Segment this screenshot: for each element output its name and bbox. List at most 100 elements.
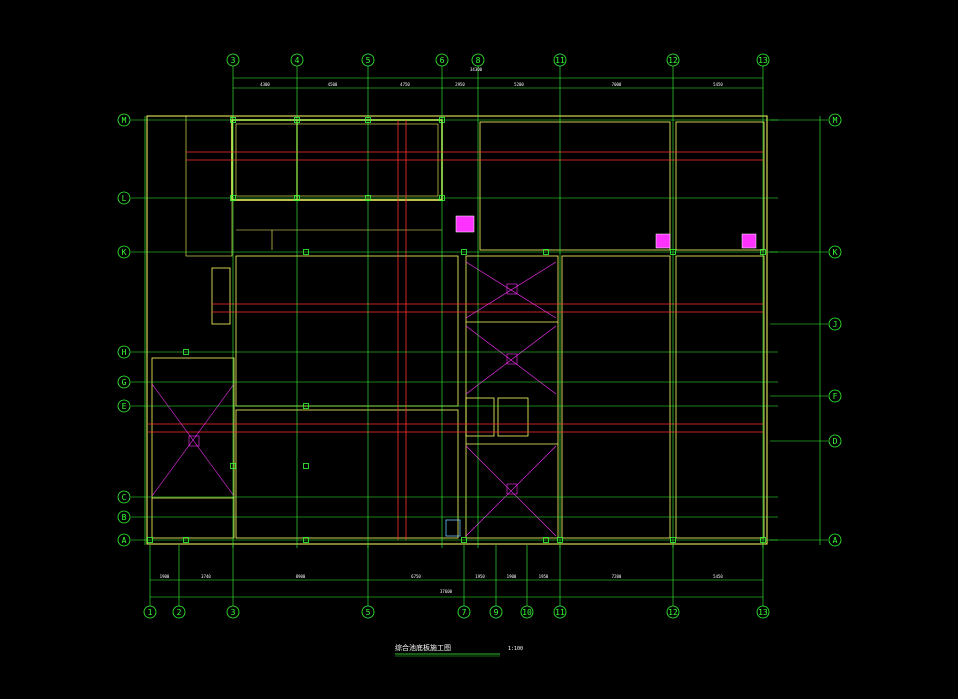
grid-bubble-top-4 (471, 53, 485, 67)
grid-label-right-1: K (833, 248, 838, 257)
grid-label-right-5: A (833, 536, 838, 545)
grid-label-top-4: 8 (476, 56, 481, 65)
grid-bubble-bottom-6 (520, 605, 534, 619)
grid-bubble-left-6 (117, 490, 131, 504)
grid-bubble-top-6 (666, 53, 680, 67)
grid-label-top-7: 13 (758, 56, 768, 65)
grid-label-bottom-4: 7 (462, 608, 467, 617)
grid-label-right-2: J (833, 320, 838, 329)
grid-bubble-right-5 (828, 533, 842, 547)
grid-bubble-left-7 (117, 510, 131, 524)
grid-bubble-bottom-0 (143, 605, 157, 619)
column-marker-22 (147, 537, 153, 543)
grid-label-right-3: F (833, 392, 838, 401)
column-marker-4 (439, 117, 445, 123)
column-marker-14 (543, 537, 549, 543)
column-marker-10 (303, 537, 309, 543)
grid-bubble-top-5 (553, 53, 567, 67)
grid-label-right-0: M (833, 116, 838, 125)
grid-label-left-1: L (122, 194, 127, 203)
grid-label-top-3: 6 (440, 56, 445, 65)
column-marker-17 (760, 249, 766, 255)
grid-bubble-bottom-5 (489, 605, 503, 619)
column-marker-11 (461, 249, 467, 255)
grid-label-bottom-3: 5 (366, 608, 371, 617)
grid-label-left-7: B (122, 513, 127, 522)
grid-bubble-left-3 (117, 345, 131, 359)
top-total-dimension: 34300 (470, 67, 483, 72)
top-dim-text-0: 4300 (260, 82, 270, 87)
grid-label-left-0: M (122, 116, 127, 125)
grid-label-right-4: D (833, 437, 838, 446)
bottom-dim-text-5: 1900 (507, 574, 517, 579)
grid-label-bottom-2: 3 (231, 608, 236, 617)
grid-label-bottom-8: 12 (668, 608, 678, 617)
column-marker-3 (365, 195, 371, 201)
grid-bubble-top-0 (226, 53, 240, 67)
grid-bubble-left-0 (117, 113, 131, 127)
grid-label-top-2: 5 (366, 56, 371, 65)
bottom-dim-text-7: 7200 (612, 574, 622, 579)
bottom-total-dimension: 37600 (440, 589, 453, 594)
column-marker-5 (439, 195, 445, 201)
grid-label-bottom-5: 9 (494, 608, 499, 617)
grid-label-bottom-7: 11 (555, 608, 565, 617)
column-marker-20 (183, 349, 189, 355)
grid-bubble-top-7 (756, 53, 770, 67)
grid-bubble-right-3 (828, 389, 842, 403)
grid-label-left-4: G (122, 378, 127, 387)
column-marker-15 (557, 537, 563, 543)
grid-bubble-bottom-8 (666, 605, 680, 619)
bottom-dim-text-1: 3740 (201, 574, 211, 579)
grid-label-bottom-0: 1 (148, 608, 153, 617)
column-marker-0 (294, 117, 300, 123)
column-marker-2 (365, 117, 371, 123)
bottom-dim-text-0: 1900 (160, 574, 170, 579)
column-marker-24 (303, 463, 309, 469)
column-marker-12 (543, 249, 549, 255)
grid-bubble-bottom-2 (226, 605, 240, 619)
grid-label-left-3: H (122, 348, 127, 357)
column-marker-7 (230, 195, 236, 201)
grid-bubble-left-1 (117, 191, 131, 205)
bottom-dim-text-6: 1950 (539, 574, 549, 579)
grid-label-bottom-1: 2 (177, 608, 182, 617)
grid-bubble-left-2 (117, 245, 131, 259)
top-dim-text-4: 5200 (514, 82, 524, 87)
grid-bubble-right-0 (828, 113, 842, 127)
grid-label-bottom-6: 10 (522, 608, 532, 617)
column-marker-9 (303, 403, 309, 409)
grid-label-top-6: 12 (668, 56, 678, 65)
bottom-dim-text-2: 8900 (296, 574, 306, 579)
grid-bubble-top-2 (361, 53, 375, 67)
grid-bubble-bottom-4 (457, 605, 471, 619)
grid-label-left-5: E (122, 402, 127, 411)
bottom-dim-text-4: 1950 (475, 574, 485, 579)
grid-bubble-top-1 (290, 53, 304, 67)
column-marker-23 (230, 463, 236, 469)
structure-lines (146, 115, 768, 545)
grid-bubble-bottom-7 (553, 605, 567, 619)
column-marker-21 (183, 537, 189, 543)
column-marker-19 (760, 537, 766, 543)
column-marker-8 (303, 249, 309, 255)
top-dim-text-6: 5450 (713, 82, 723, 87)
grid-bubble-bottom-9 (756, 605, 770, 619)
grid-bubble-left-5 (117, 399, 131, 413)
grid-bubble-bottom-1 (172, 605, 186, 619)
column-marker-6 (230, 117, 236, 123)
grid-label-top-5: 11 (555, 56, 565, 65)
top-dim-text-2: 4750 (400, 82, 410, 87)
grid-bubble-left-8 (117, 533, 131, 547)
grid-bubble-right-4 (828, 434, 842, 448)
drawing-scale: 1:100 (508, 646, 523, 652)
bottom-dim-text-8: 5450 (713, 574, 723, 579)
grid-bubble-right-2 (828, 317, 842, 331)
column-marker-13 (461, 537, 467, 543)
column-marker-18 (670, 537, 676, 543)
grid-bubble-right-1 (828, 245, 842, 259)
top-dim-text-3: 2950 (455, 82, 465, 87)
